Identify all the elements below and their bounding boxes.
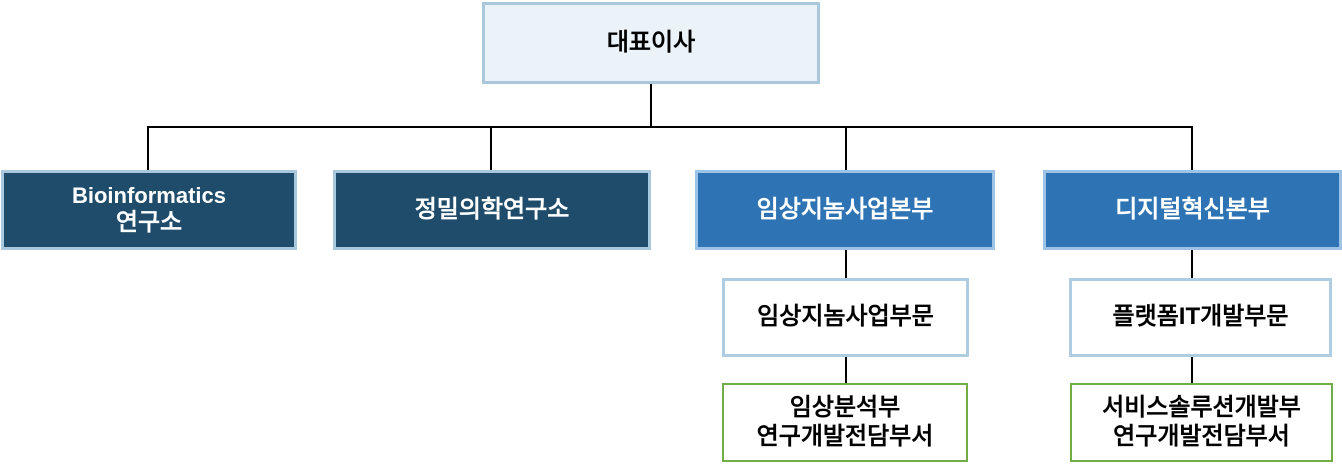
node-platform-it-sector: 플랫폼IT개발부문 [1069,278,1332,357]
node-clinical-analysis-dept-label-line1: 임상분석부 [789,394,901,422]
node-service-solution-dept-label-line1: 서비스솔루션개발부 [1102,394,1301,422]
node-platform-it-sector-label: 플랫폼IT개발부문 [1112,303,1289,331]
node-clinical-analysis-dept-label-line2: 연구개발전담부서 [756,422,934,450]
node-precision-medicine-lab: 정밀의학연구소 [333,170,651,250]
node-bioinformatics-lab-label-line2: 연구소 [115,208,183,236]
node-service-solution-dept-label-line2: 연구개발전담부서 [1113,422,1290,450]
connector-drop-digital-innovation [1191,127,1193,171]
node-bioinformatics-lab-label-line1: Bioinformatics [71,182,227,208]
node-clinical-genome-sector-label: 임상지놈사업부문 [757,303,934,331]
connector-drop-clinical-genome-hq [845,127,847,171]
node-digital-innovation-hq-label: 디지털혁신본부 [1115,195,1270,223]
node-clinical-genome-hq: 임상지놈사업본부 [695,170,995,250]
node-clinical-genome-hq-label: 임상지놈사업본부 [756,195,934,223]
node-service-solution-dept: 서비스솔루션개발부 연구개발전담부서 [1070,383,1333,462]
connector-it-sector-to-dept [1191,357,1193,383]
connector-digital-hq-to-sector [1191,250,1193,278]
connector-drop-bioinformatics [147,127,149,171]
connector-drop-precision-medicine [490,127,492,171]
node-clinical-genome-sector: 임상지놈사업부문 [722,278,969,357]
connector-genome-sector-to-dept [845,357,847,383]
connector-ceo-vertical [650,84,652,127]
node-ceo: 대표이사 [482,2,820,84]
node-bioinformatics-lab: Bioinformatics 연구소 [1,170,297,250]
node-ceo-label: 대표이사 [606,28,696,56]
node-clinical-analysis-dept: 임상분석부 연구개발전담부서 [722,383,968,462]
connector-main-horizontal [147,126,1193,128]
connector-genome-hq-to-sector [845,250,847,278]
node-digital-innovation-hq: 디지털혁신본부 [1043,170,1342,250]
node-precision-medicine-lab-label: 정밀의학연구소 [414,195,570,223]
